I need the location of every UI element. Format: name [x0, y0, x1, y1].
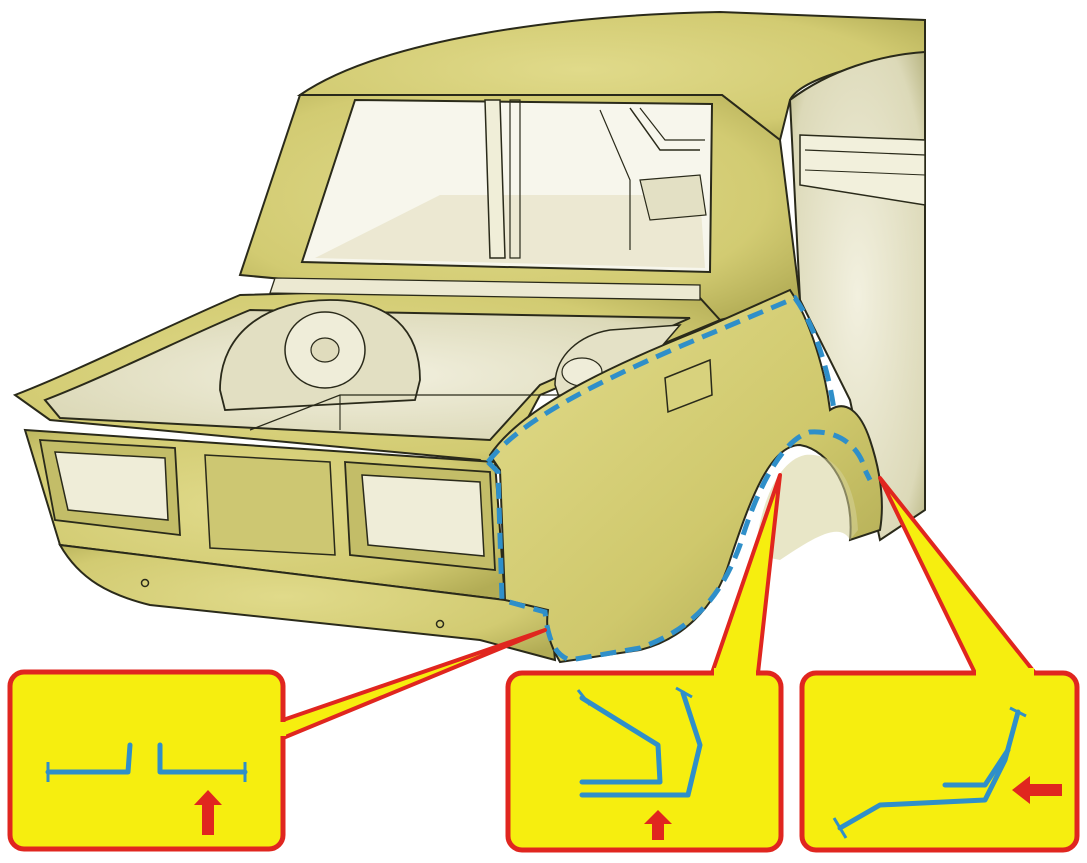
arrow-left-icon: [1012, 776, 1062, 804]
profile-arch-outer-a: [837, 709, 1021, 831]
license-plate-area: [204, 454, 336, 556]
roof: [296, 10, 926, 142]
pointer-wheel-arch-outer: [878, 476, 1037, 675]
callout-wheel-arch-outer: [799, 668, 1080, 853]
profile-arch-inner-a: [579, 695, 663, 785]
profile-bumper-joint: [45, 742, 248, 775]
trunk-interior: [43, 277, 701, 442]
right-tail-light-opening: [361, 474, 485, 557]
rear-window-opening: [300, 98, 714, 274]
arrow-up-icon: [194, 790, 222, 835]
arrow-up-icon: [644, 810, 672, 840]
left-tail-light-opening: [54, 451, 169, 521]
weld-seam-lower: [486, 429, 873, 663]
profile-arch-outer-b: [942, 747, 1011, 788]
fuel-filler-flap: [664, 358, 713, 414]
rear-fender: [486, 288, 883, 664]
weld-seam-upper: [486, 294, 837, 464]
callout-wheel-arch-inner: [505, 668, 784, 853]
rear-valance: [58, 543, 557, 662]
callout-bumper-joint: [7, 669, 286, 852]
profile-arch-inner-b: [579, 690, 703, 798]
side-body: [788, 50, 926, 542]
rear-panel: [23, 428, 507, 602]
